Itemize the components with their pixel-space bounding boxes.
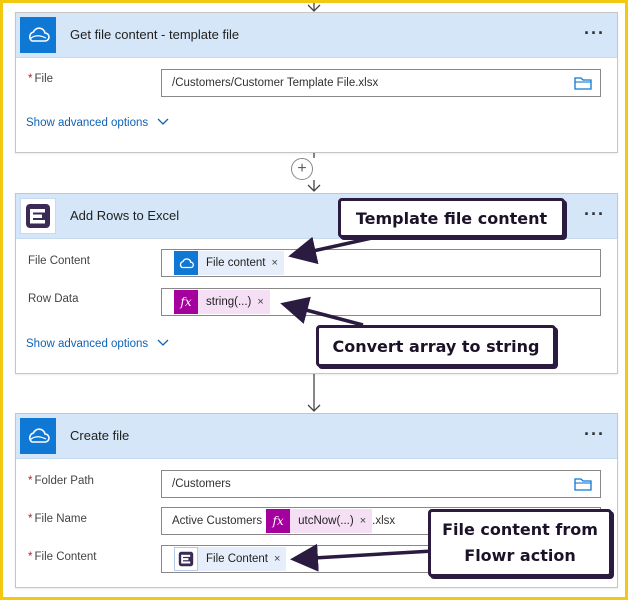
folder-path-value: /Customers [172,478,231,490]
token-label: utcNow(...) [298,515,354,527]
file-path-input[interactable]: /Customers/Customer Template File.xlsx [161,69,601,97]
remove-token-button[interactable]: × [257,296,264,308]
get-file-content-card: Get file content - template file ··· *Fi… [15,12,618,153]
token-label: string(...) [206,296,252,308]
file-path-value: /Customers/Customer Template File.xlsx [172,77,379,89]
file-content-label: File Content [28,255,91,267]
flowr-logo-icon [20,198,56,234]
row-data-input[interactable]: fx string(...) × [161,288,601,316]
card-header[interactable]: Create file ··· [16,414,617,459]
more-options-button[interactable]: ··· [584,424,605,444]
remove-token-button[interactable]: × [359,515,367,527]
flowr-logo-icon [174,547,198,571]
token-label: File content [206,257,266,269]
template-file-content-callout: Template file content [338,198,565,238]
file-name-prefix: Active Customers [172,515,263,527]
card-title: Create file [70,428,130,443]
remove-token-button[interactable]: × [271,257,278,269]
required-mark: * [28,551,33,563]
remove-token-button[interactable]: × [274,553,281,565]
file-name-label: *File Name [28,513,87,525]
file-content-token[interactable]: File Content × [174,547,287,571]
card-title: Add Rows to Excel [70,208,180,223]
onedrive-cloud-icon [174,251,198,275]
chevron-down-icon [157,339,169,346]
required-mark: * [28,73,33,85]
file-label: *File [28,73,54,85]
more-options-button[interactable]: ··· [584,204,605,224]
folder-path-input[interactable]: /Customers [161,470,601,498]
flowr-file-content-callout: File content from Flowr action [428,509,612,577]
more-options-button[interactable]: ··· [584,23,605,43]
required-mark: * [28,475,33,487]
required-mark: * [28,513,33,525]
add-step-button[interactable]: + [291,158,313,180]
show-advanced-options-link[interactable]: Show advanced options [26,338,169,350]
row-data-label: Row Data [28,293,79,305]
token-label: File Content [206,553,269,565]
folder-path-label: *Folder Path [28,475,94,487]
file-name-token[interactable]: fx utcNow(...) × [266,509,373,533]
onedrive-cloud-icon [20,17,56,53]
onedrive-cloud-icon [20,418,56,454]
row-data-token[interactable]: fx string(...) × [174,290,270,314]
expression-fx-icon: fx [174,290,198,314]
card-title: Get file content - template file [70,27,240,42]
expression-fx-icon: fx [266,509,291,533]
file-content-token[interactable]: File content × [174,251,284,275]
file-name-suffix: .xlsx [372,515,396,527]
chevron-down-icon [157,118,169,125]
convert-array-callout: Convert array to string [316,325,556,367]
folder-icon[interactable] [574,477,592,491]
show-advanced-options-link[interactable]: Show advanced options [26,117,169,129]
file-content-input[interactable]: File content × [161,249,601,277]
file-content-label: *File Content [28,551,97,563]
card-header[interactable]: Get file content - template file ··· [16,13,617,58]
folder-icon[interactable] [574,76,592,90]
